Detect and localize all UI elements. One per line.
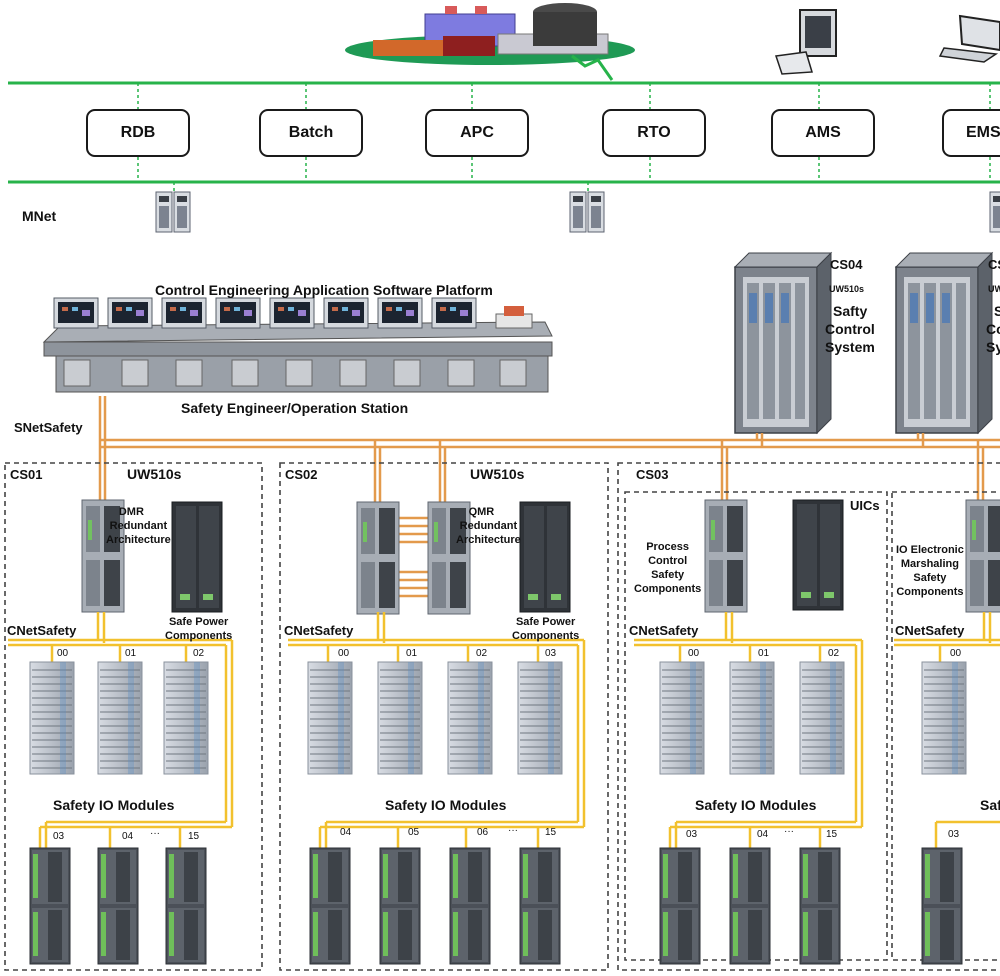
cs06-io-num: 00 bbox=[950, 648, 962, 659]
cs05-id: CS bbox=[988, 257, 1000, 272]
cs02-io-num: 04 bbox=[340, 827, 352, 838]
cs03-io-num: 03 bbox=[686, 829, 698, 840]
app-box-ams: AMS bbox=[771, 109, 875, 157]
cs01-io-num: ··· bbox=[150, 828, 160, 839]
cs02-io-num: 06 bbox=[477, 827, 489, 838]
app-label: RDB bbox=[120, 124, 156, 141]
app-dotted-links bbox=[137, 83, 991, 192]
cs06-cnet: CNetSafety bbox=[895, 623, 965, 638]
app-box-rdb: RDB bbox=[86, 109, 190, 157]
mnet-server-2 bbox=[569, 191, 605, 233]
cs02-id: CS02 bbox=[285, 467, 318, 482]
cs03-uics-unit bbox=[792, 499, 844, 611]
plant-illustration bbox=[345, 3, 635, 65]
cs04-id: CS04 bbox=[830, 257, 863, 272]
operator-console bbox=[42, 297, 553, 393]
cs06-controller bbox=[965, 499, 1000, 613]
mnet-server-3 bbox=[989, 191, 1000, 233]
cs03-uics: UICs bbox=[850, 498, 880, 513]
cs01-power-unit bbox=[171, 501, 223, 613]
mnet-label: MNet bbox=[22, 208, 57, 224]
app-label: RTO bbox=[637, 124, 671, 141]
cs02-io-num: ··· bbox=[508, 825, 518, 836]
cs06-io-num: 03 bbox=[948, 829, 960, 840]
cs05-cabinet bbox=[895, 252, 993, 434]
cs02-io-num: 03 bbox=[545, 648, 557, 659]
cs03-io-num: ··· bbox=[784, 826, 794, 837]
cs01-io-num: 04 bbox=[122, 831, 134, 842]
app-box-ems: EMS bbox=[942, 109, 1000, 157]
cs02-power-unit bbox=[519, 501, 571, 613]
app-label: EMS bbox=[966, 124, 1000, 141]
cs02-io-num: 15 bbox=[545, 827, 557, 838]
platform-title: Control Engineering Application Software… bbox=[155, 282, 493, 298]
io-modules-bottom bbox=[29, 847, 963, 965]
app-label: APC bbox=[460, 124, 494, 141]
cs02-io-num: 00 bbox=[338, 648, 350, 659]
cs03-io-label: Safety IO Modules bbox=[695, 797, 817, 813]
snet-safety-bus bbox=[98, 396, 1000, 598]
cs01-io-label: Safety IO Modules bbox=[53, 797, 175, 813]
cs01-io-num: 03 bbox=[53, 831, 65, 842]
cs02-io-num: 01 bbox=[406, 648, 418, 659]
cs03-controller bbox=[704, 499, 748, 613]
io-stacks-top bbox=[29, 661, 967, 775]
cs03-cnet: CNetSafety bbox=[629, 623, 699, 638]
cs02-io-label: Safety IO Modules bbox=[385, 797, 507, 813]
cs02-cnet: CNetSafety bbox=[284, 623, 354, 638]
cs03-io-num: 00 bbox=[688, 648, 700, 659]
mnet-server-1 bbox=[155, 191, 191, 233]
cs05-model: UW bbox=[988, 284, 1000, 294]
desktop-computer-icon bbox=[775, 9, 837, 75]
cs03-io-num: 02 bbox=[828, 648, 840, 659]
cs01-model: UW510s bbox=[127, 466, 182, 482]
app-box-rto: RTO bbox=[602, 109, 706, 157]
app-box-batch: Batch bbox=[259, 109, 363, 157]
cs06-io-label: Saf bbox=[980, 797, 1000, 813]
cs01-id: CS01 bbox=[10, 467, 43, 482]
cs03-io-num: 01 bbox=[758, 648, 770, 659]
app-box-apc: APC bbox=[425, 109, 529, 157]
cs03-io-num: 04 bbox=[757, 829, 769, 840]
cs03-io-num: 15 bbox=[826, 829, 838, 840]
cs02-io-num: 05 bbox=[408, 827, 420, 838]
station-label: Safety Engineer/Operation Station bbox=[181, 400, 409, 416]
cnet-safety-lines bbox=[8, 612, 1000, 848]
cs03-id: CS03 bbox=[636, 467, 669, 482]
snet-label: SNetSafety bbox=[14, 420, 83, 435]
cs04-cabinet bbox=[734, 252, 832, 434]
cs04-model: UW510s bbox=[829, 284, 865, 294]
cs01-io-num: 02 bbox=[193, 648, 205, 659]
cs02-model: UW510s bbox=[470, 466, 525, 482]
cs01-io-num: 00 bbox=[57, 648, 69, 659]
app-label: Batch bbox=[288, 124, 334, 141]
cs01-io-num: 15 bbox=[188, 831, 200, 842]
app-label: AMS bbox=[805, 124, 841, 141]
cs02-controller-a bbox=[356, 501, 400, 615]
cs05-desc: SCoSy bbox=[986, 303, 1000, 355]
cs02-io-num: 02 bbox=[476, 648, 488, 659]
laptop-icon bbox=[938, 14, 1000, 63]
cs01-cnet: CNetSafety bbox=[7, 623, 77, 638]
cs01-io-num: 01 bbox=[125, 648, 137, 659]
